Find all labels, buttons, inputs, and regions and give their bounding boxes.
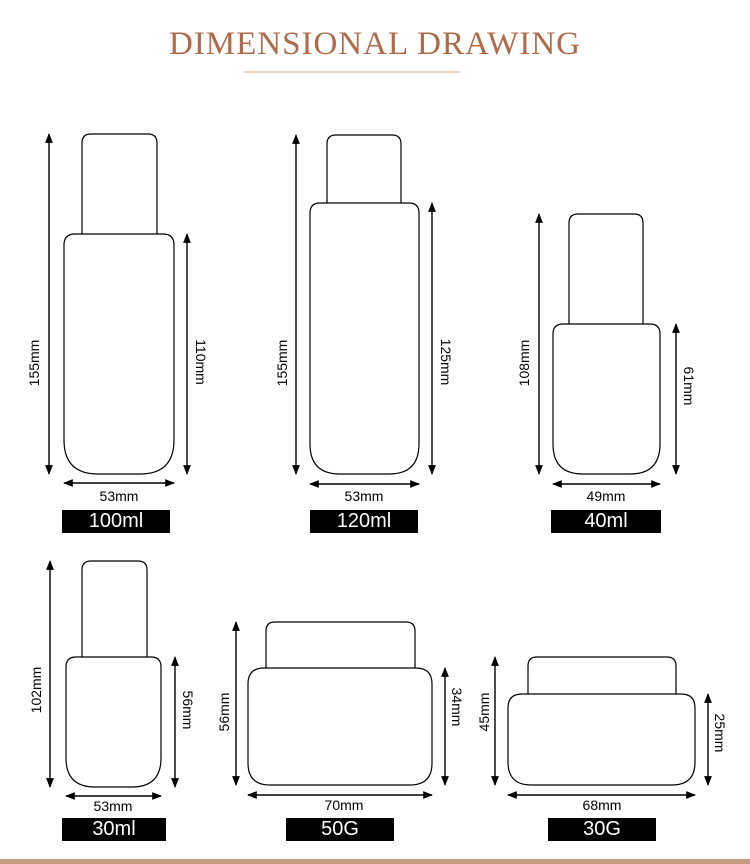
width-label-120ml: 53mm [345,488,384,504]
product-100ml-drawing: 155mm 110mm 53mm [26,133,209,504]
height-label-30ml: 102mm [28,667,44,714]
footer-rule [0,859,750,864]
jar-lid-30g [527,656,677,694]
width-label-50g: 70mm [325,797,364,813]
capacity-label-100ml: 100ml [62,510,170,533]
capacity-label-50g: 50G [286,818,394,841]
body-height-label-120ml: 125mm [438,339,454,386]
body-height-label-30g: 25mm [712,714,728,753]
height-label-120ml: 155mm [274,340,290,387]
page-title: DIMENSIONAL DRAWING [168,26,581,62]
bottle-body-40ml [552,323,661,475]
body-height-label-30ml: 56mm [180,691,196,730]
body-height-label-50g: 34mm [449,688,465,727]
cap-100ml [81,133,158,234]
capacity-label-30ml: 30ml [62,818,166,841]
width-label-30ml: 53mm [94,798,133,814]
height-label-40ml: 108mm [516,340,532,387]
product-30g-drawing: 45mm 25mm 68mm [476,656,728,813]
capacity-label-120ml: 120ml [310,510,418,533]
body-height-label-100ml: 110mm [193,339,209,385]
title-underline [244,71,460,73]
jar-lid-50g [265,621,416,668]
height-label-30g: 45mm [476,693,492,732]
height-label-100ml: 155mm [26,340,42,387]
jar-body-50g [247,667,433,786]
capacity-label-40ml: 40ml [551,510,661,533]
jar-body-30g [507,693,696,786]
bottle-body-30ml [65,656,162,788]
height-label-50g: 56mm [216,693,232,732]
cap-30ml [81,560,148,657]
body-height-label-40ml: 61mm [681,367,697,406]
width-label-100ml: 53mm [100,488,139,504]
capacity-label-30g: 30G [548,818,656,841]
product-50g-drawing: 56mm 34mm 70mm [216,621,465,813]
width-label-40ml: 49mm [587,488,626,504]
width-label-30g: 68mm [583,797,622,813]
cap-120ml [326,134,402,203]
product-40ml-drawing: 108mm 61mm 49mm [516,213,697,504]
bottle-body-120ml [309,202,420,475]
bottle-body-100ml [63,233,175,475]
product-120ml-drawing: 155mm 125mm 53mm [274,134,454,504]
product-30ml-drawing: 102mm 56mm 53mm [28,560,196,814]
cap-40ml [568,213,644,324]
